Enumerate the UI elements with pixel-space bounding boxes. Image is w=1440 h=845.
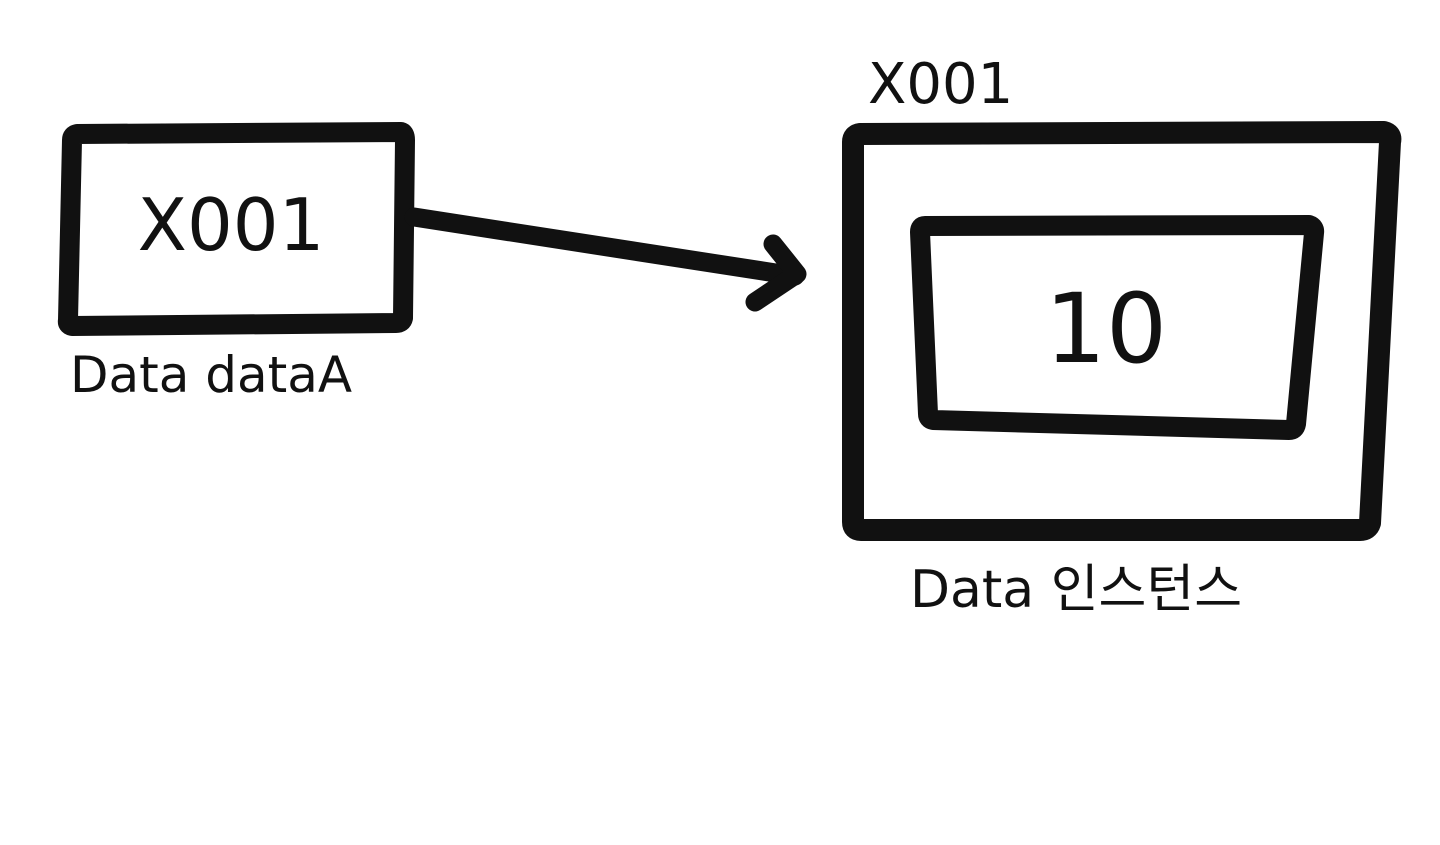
variable-reference-value: X001	[138, 183, 325, 267]
instance-address-label: X001	[868, 52, 1013, 117]
variable-declaration-label: Data dataA	[70, 346, 352, 404]
instance-node: X001 10 Data 인스턴스	[842, 52, 1402, 620]
arrow-head	[745, 234, 807, 312]
instance-type-label: Data 인스턴스	[910, 560, 1242, 620]
reference-arrow	[404, 207, 807, 312]
instance-field-box	[910, 215, 1325, 440]
instance-field-value: 10	[1045, 273, 1167, 385]
variable-node: X001 Data dataA	[57, 122, 415, 404]
arrow-shaft	[404, 207, 805, 286]
variable-box	[57, 122, 415, 336]
